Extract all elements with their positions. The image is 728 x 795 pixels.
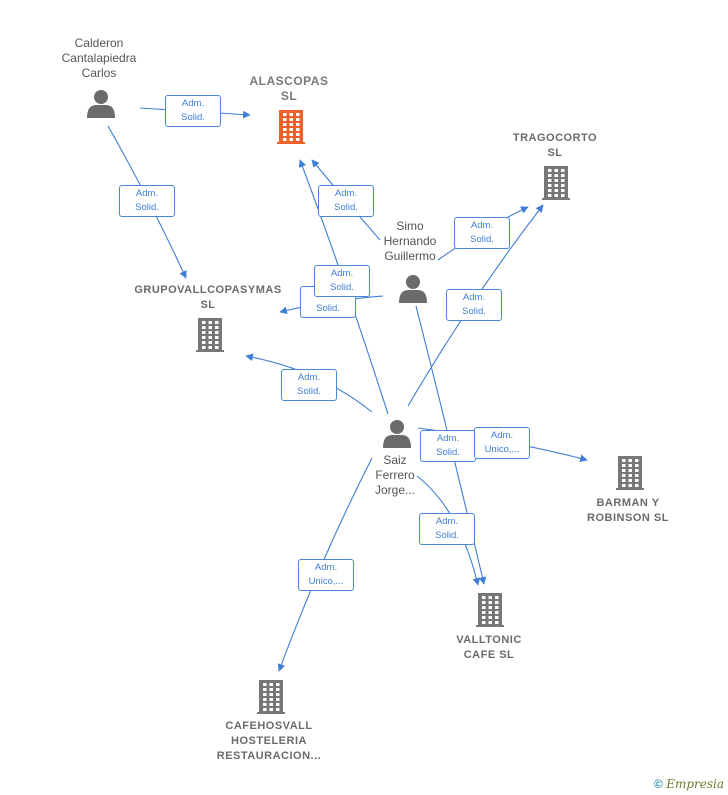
- node-label-alascopas[interactable]: ALASCOPAS SL: [249, 74, 329, 103]
- edge-label-saiz-to-cafehosvall[interactable]: Adm. Unico,...: [298, 559, 354, 591]
- edge-label-saiz-to-grupovall[interactable]: Adm. Solid.: [281, 369, 337, 401]
- edge-label-simo-to-valltonic[interactable]: Adm. Solid.: [420, 430, 476, 462]
- node-label-grupovall[interactable]: GRUPOVALLCOPASYMAS SL: [134, 284, 282, 311]
- company-icon-cafehosvall[interactable]: [257, 680, 285, 714]
- footer: © Empresia: [654, 777, 724, 791]
- node-label-cafehosvall[interactable]: CAFEHOSVALL HOSTELERIA RESTAURACION...: [216, 720, 322, 762]
- nodes-layer: [87, 90, 644, 714]
- node-label-barman[interactable]: BARMAN Y ROBINSON SL: [587, 497, 669, 524]
- focus-company-icon-alascopas[interactable]: [277, 110, 305, 144]
- person-icon-saiz[interactable]: [383, 420, 411, 448]
- company-icon-tragocorto[interactable]: [542, 166, 570, 200]
- node-label-valltonic[interactable]: VALLTONIC CAFE SL: [456, 634, 522, 661]
- node-label-saiz[interactable]: Saiz Ferrero Jorge...: [374, 453, 416, 497]
- edge-label-simo-to-alascopas[interactable]: Adm. Solid.: [318, 185, 374, 217]
- edge-label-simo-to-tragocorto[interactable]: Adm. Solid.: [454, 217, 510, 249]
- node-label-calderon[interactable]: Calderon Cantalapiedra Carlos: [61, 36, 137, 80]
- person-icon-simo[interactable]: [399, 275, 427, 303]
- company-icon-barman[interactable]: [616, 456, 644, 490]
- edge-label-saiz-to-tragocorto[interactable]: Adm. Solid.: [446, 289, 502, 321]
- edge-label-saiz-to-alascopas[interactable]: Adm. Solid.: [314, 265, 370, 297]
- edge-label-calderon-to-alascopas[interactable]: Adm. Solid.: [165, 95, 221, 127]
- edge-label-calderon-to-grupovall[interactable]: Adm. Solid.: [119, 185, 175, 217]
- edge-label-saiz-to-valltonic[interactable]: Adm. Solid.: [419, 513, 475, 545]
- company-icon-grupovall[interactable]: [196, 318, 224, 352]
- company-icon-valltonic[interactable]: [476, 593, 504, 627]
- brand-logo-text[interactable]: Empresia: [666, 777, 724, 791]
- edge-label-saiz-to-barman[interactable]: Adm. Unico,...: [474, 427, 530, 459]
- copyright-symbol: ©: [654, 777, 663, 791]
- person-icon-calderon[interactable]: [87, 90, 115, 118]
- node-label-simo[interactable]: Simo Hernando Guillermo: [383, 219, 437, 263]
- node-label-tragocorto[interactable]: TRAGOCORTO SL: [512, 132, 598, 159]
